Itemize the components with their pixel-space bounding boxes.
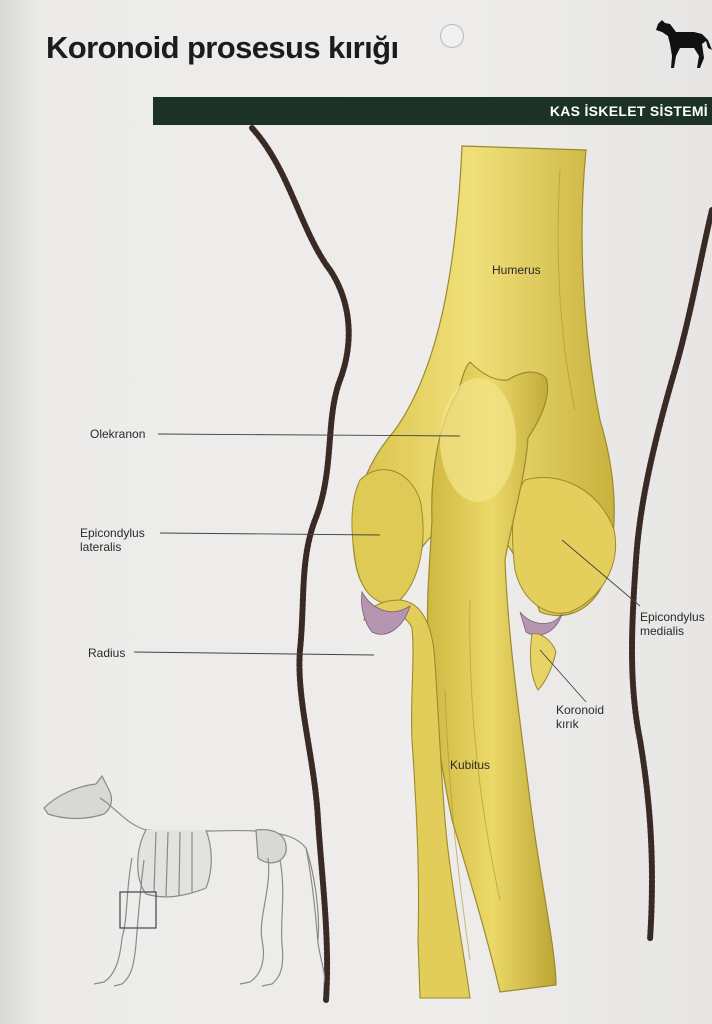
skeleton-head (43, 774, 113, 820)
lateral-joint-cartilage (361, 590, 411, 635)
leg-outline-right (629, 207, 712, 943)
section-band-label: KAS İSKELET SİSTEMİ (549, 103, 708, 119)
skeleton-hind-leg-2 (261, 859, 284, 987)
label-radius: Radius (88, 646, 126, 660)
epicondylus-lateralis-bone (351, 469, 424, 604)
label-epicondylus-lateralis-line2: lateralis (80, 540, 122, 554)
leader-radius (133, 651, 375, 656)
label-koronoid-line1: Koronoid (556, 703, 605, 717)
skeleton-tail (305, 847, 326, 984)
label-koronoid-line2: kırık (556, 717, 579, 731)
punch-hole (440, 24, 464, 48)
skeleton-ribcage (137, 829, 212, 898)
label-epicondylus-medialis-line1: Epicondylus (640, 610, 705, 624)
label-humerus: Humerus (492, 263, 541, 277)
label-epicondylus-lateralis-line1: Epicondylus (80, 526, 145, 540)
skeleton-pelvis (255, 829, 287, 864)
koronoid-fragment (529, 633, 557, 691)
label-epicondylus-medialis: Epicondylus medialis (640, 610, 705, 638)
epicondylus-medialis-bone (511, 476, 617, 614)
page-title: Koronoid prosesus kırığı (46, 30, 399, 65)
section-band: KAS İSKELET SİSTEMİ (153, 97, 712, 125)
bone-shading (444, 169, 576, 961)
skeleton-hind-leg-1 (239, 857, 270, 985)
label-epicondylus-lateralis: Epicondylus lateralis (80, 526, 145, 554)
skeleton-front-leg-1 (93, 857, 133, 985)
skeleton-front-leg-2 (113, 859, 145, 987)
label-kubitus: Kubitus (450, 758, 491, 772)
leader-koronoid (539, 649, 587, 703)
label-epicondylus-medialis-line2: medialis (640, 624, 685, 638)
radius-bone (363, 599, 471, 999)
label-olekranon: Olekranon (90, 427, 146, 441)
kubitus-bone (426, 361, 557, 993)
leg-outline-left (249, 125, 352, 1003)
leader-epicondylus-medialis (561, 539, 641, 607)
dog-silhouette-icon (656, 20, 712, 68)
leader-epicondylus-lateralis (159, 532, 381, 536)
olekranon-highlight (440, 378, 516, 502)
label-koronoid: Koronoid kırık (556, 703, 604, 731)
leader-olekranon (157, 433, 461, 437)
elbow-locator-box (119, 891, 157, 929)
dog-skeleton-locator (43, 774, 326, 987)
